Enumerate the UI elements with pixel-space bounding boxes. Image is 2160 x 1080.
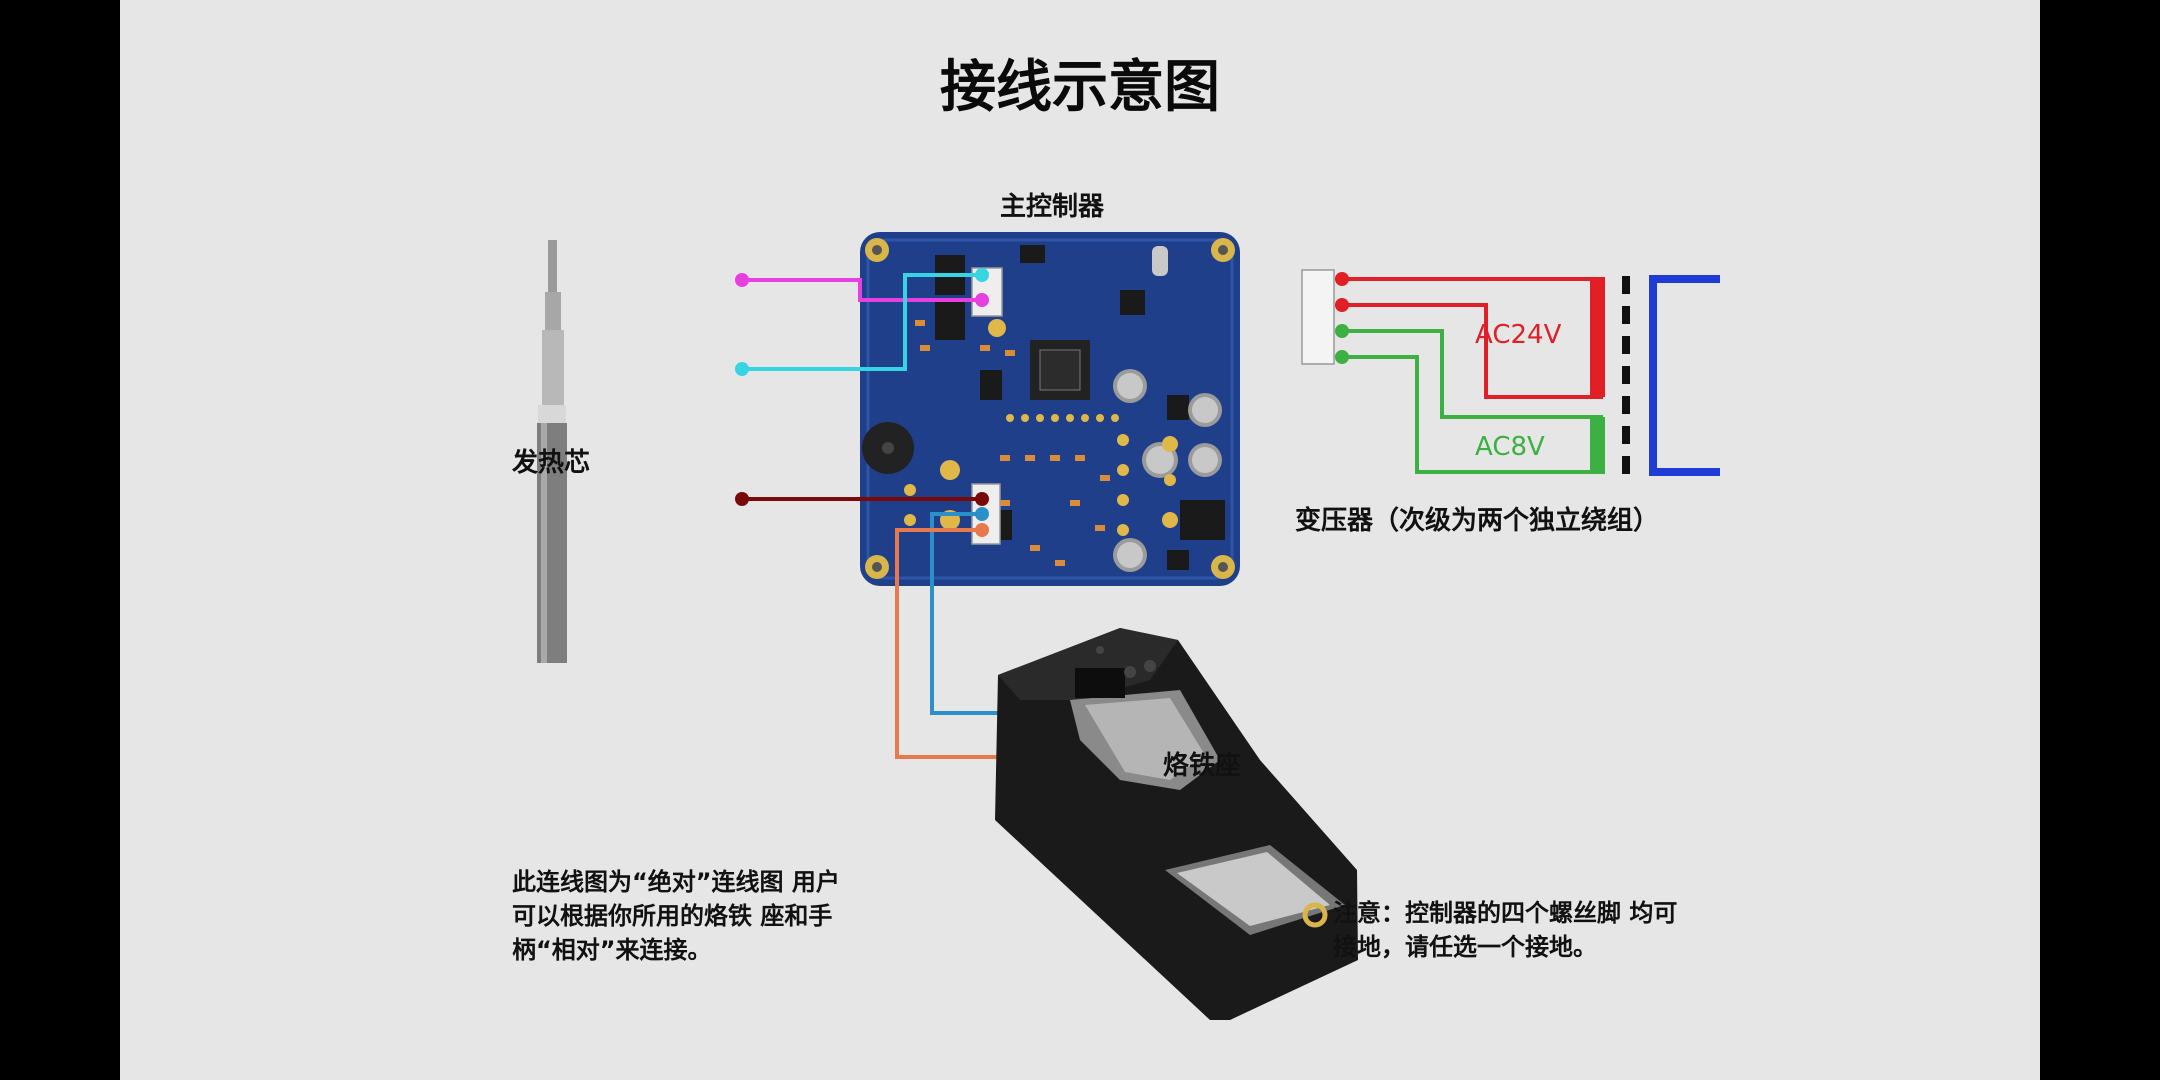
transformer-label: 变压器（次级为两个独立绕组）	[1295, 506, 1660, 536]
ac8v-label: AC8V	[1475, 432, 1545, 462]
wire-green-2	[1342, 355, 1605, 474]
iron-stand	[995, 628, 1358, 1020]
wire-red-1	[1342, 277, 1605, 397]
heating-element	[537, 240, 567, 663]
note-right: 注意：控制器的四个螺丝脚 均可接地，请任选一个接地。	[1333, 899, 1678, 961]
note-left: 此连线图为“绝对”连线图 用户可以根据你所用的烙铁 座和手柄“相对”来连接。	[512, 868, 840, 964]
page-title: 接线示意图	[940, 55, 1220, 120]
main-controller-board	[860, 232, 1240, 586]
wire-cyan	[742, 273, 982, 371]
ground-hole-icon	[1302, 902, 1328, 928]
heater-label: 发热芯	[512, 448, 591, 478]
wire-green-1	[1342, 329, 1603, 419]
slide: 接线示意图 主控制器 发热芯 烙铁座 变压器（次级为两个独立绕组） AC24V …	[120, 0, 2040, 1080]
transformer-symbol	[1622, 275, 1720, 476]
wire-magenta	[742, 278, 982, 302]
wire-dots-right	[1335, 272, 1349, 364]
iron-stand-label: 烙铁座	[1163, 751, 1242, 781]
power-connector	[1301, 269, 1335, 365]
ac24v-label: AC24V	[1475, 320, 1562, 350]
wiring-diagram	[537, 232, 1720, 1020]
wire-red-2	[1342, 303, 1603, 399]
main-controller-label: 主控制器	[1000, 192, 1105, 222]
